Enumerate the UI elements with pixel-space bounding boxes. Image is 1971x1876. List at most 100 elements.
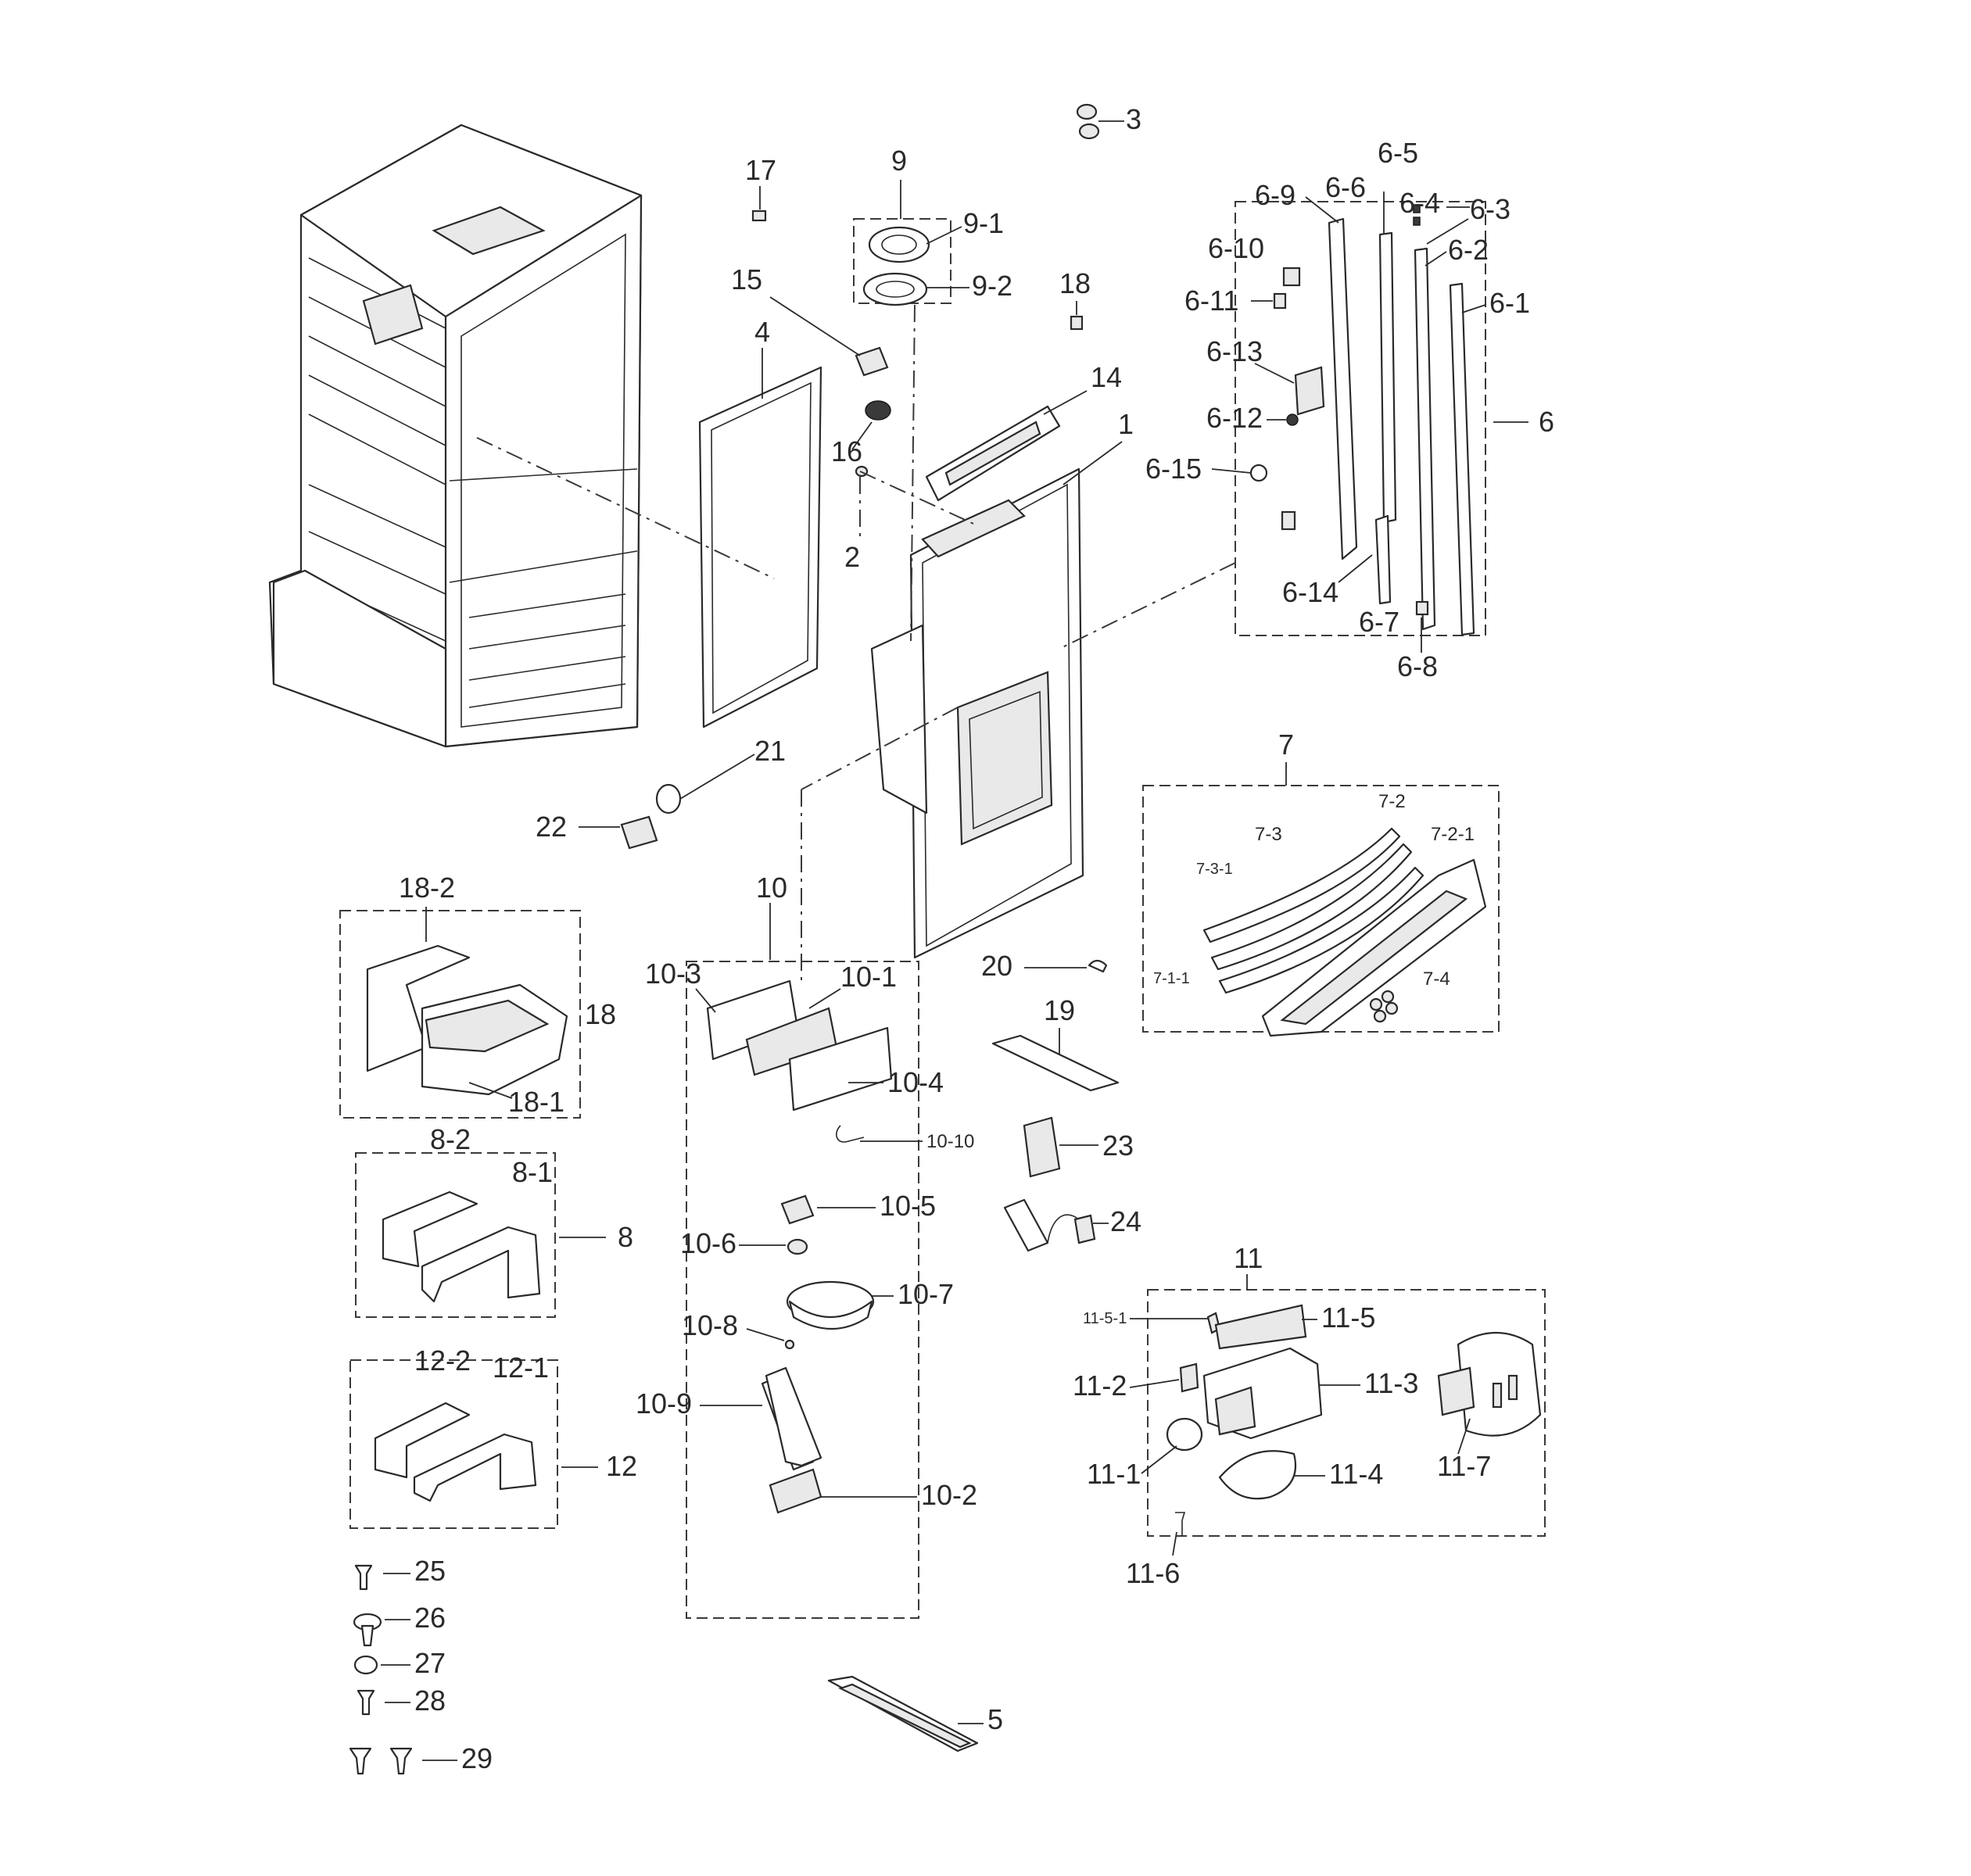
label-3: 3 xyxy=(1126,103,1141,135)
label-11-5: 11-5 xyxy=(1321,1301,1375,1334)
label-22: 22 xyxy=(536,811,567,843)
label-18-top: 18 xyxy=(1059,267,1091,299)
part-9-seals xyxy=(862,226,930,306)
label-6-1: 6-1 xyxy=(1489,287,1530,319)
part-17-clip xyxy=(751,209,767,222)
label-8-1: 8-1 xyxy=(512,1156,553,1188)
label-7: 7 xyxy=(1278,729,1294,761)
hinge-cover-part-14 xyxy=(925,405,1061,502)
part-5-bar xyxy=(827,1675,979,1752)
label-14: 14 xyxy=(1091,361,1122,393)
label-11-7: 11-7 xyxy=(1437,1450,1491,1482)
refrigerator-cabinet xyxy=(268,124,643,748)
label-18-1: 18-1 xyxy=(508,1086,564,1118)
label-11-5-1: 11-5-1 xyxy=(1083,1310,1127,1327)
label-11: 11 xyxy=(1234,1242,1263,1274)
label-20: 20 xyxy=(981,950,1012,982)
label-7-1-1: 7-1-1 xyxy=(1153,970,1190,987)
label-9: 9 xyxy=(891,145,907,177)
label-12-1: 12-1 xyxy=(493,1352,549,1384)
label-6-5: 6-5 xyxy=(1378,137,1418,169)
group-box-18 xyxy=(339,910,581,1119)
label-6-3: 6-3 xyxy=(1470,193,1511,225)
label-16: 16 xyxy=(831,435,862,467)
label-10-5: 10-5 xyxy=(880,1190,936,1222)
ice-maker-part-11 xyxy=(1166,1304,1542,1536)
screw-25 xyxy=(354,1564,373,1591)
label-6-2: 6-2 xyxy=(1448,234,1489,266)
group-box-8 xyxy=(355,1152,556,1318)
label-5: 5 xyxy=(987,1703,1003,1735)
label-2: 2 xyxy=(844,541,860,573)
label-10-1: 10-1 xyxy=(840,961,897,993)
part-16-coil xyxy=(865,400,891,421)
screw-29 xyxy=(349,1747,413,1775)
label-25: 25 xyxy=(414,1555,446,1587)
label-11-1: 11-1 xyxy=(1087,1458,1141,1490)
label-26: 26 xyxy=(414,1602,446,1634)
fridge-door-part-1 xyxy=(870,467,1084,959)
label-1: 1 xyxy=(1118,408,1134,440)
label-17: 17 xyxy=(745,154,776,186)
label-6-11: 6-11 xyxy=(1184,285,1238,317)
label-6-4: 6-4 xyxy=(1399,187,1440,219)
label-7-3-1: 7-3-1 xyxy=(1196,861,1233,878)
label-6-8: 6-8 xyxy=(1397,650,1438,682)
shelf-part-18 xyxy=(366,944,568,1096)
label-10-7: 10-7 xyxy=(898,1278,954,1310)
part-23 xyxy=(1023,1116,1061,1178)
label-7-3: 7-3 xyxy=(1255,824,1282,845)
label-19: 19 xyxy=(1044,994,1075,1026)
label-9-1: 9-1 xyxy=(963,207,1004,239)
label-6-9: 6-9 xyxy=(1255,179,1295,211)
part-21 xyxy=(655,783,682,814)
screw-26 xyxy=(353,1613,382,1647)
label-4: 4 xyxy=(754,316,770,348)
group-box-6 xyxy=(1235,201,1486,636)
label-8: 8 xyxy=(618,1221,633,1253)
label-11-6: 11-6 xyxy=(1126,1557,1180,1589)
label-10-6: 10-6 xyxy=(680,1227,736,1259)
shelf-part-8 xyxy=(382,1190,541,1303)
label-9-2: 9-2 xyxy=(972,270,1012,302)
label-6-13: 6-13 xyxy=(1206,335,1263,367)
label-27: 27 xyxy=(414,1647,446,1679)
label-10-9: 10-9 xyxy=(636,1387,692,1420)
part-22 xyxy=(620,815,658,850)
label-10-3: 10-3 xyxy=(645,958,701,990)
label-23: 23 xyxy=(1102,1130,1134,1162)
label-28: 28 xyxy=(414,1684,446,1717)
part-18-small xyxy=(1070,315,1084,331)
label-6-7: 6-7 xyxy=(1359,606,1399,638)
label-21: 21 xyxy=(754,735,786,767)
label-12-2: 12-2 xyxy=(414,1344,471,1377)
label-11-3: 11-3 xyxy=(1364,1367,1418,1399)
label-7-4: 7-4 xyxy=(1423,968,1450,990)
part-24-sensor xyxy=(1003,1198,1096,1252)
shelf-part-12 xyxy=(374,1402,537,1502)
label-8-2: 8-2 xyxy=(430,1123,471,1155)
part-19-cover xyxy=(991,1034,1120,1092)
door-gasket-part-4 xyxy=(698,366,822,729)
group-box-12 xyxy=(349,1359,558,1529)
label-18-2: 18-2 xyxy=(399,872,455,904)
label-6-15: 6-15 xyxy=(1145,453,1202,485)
screw-28 xyxy=(357,1689,375,1716)
label-24: 24 xyxy=(1110,1205,1141,1237)
part-15 xyxy=(855,346,889,377)
label-7-2-1: 7-2-1 xyxy=(1431,824,1475,845)
part-20 xyxy=(1088,959,1108,973)
door-strips-part-6 xyxy=(1249,204,1475,636)
label-6-14: 6-14 xyxy=(1282,576,1338,608)
label-11-2: 11-2 xyxy=(1073,1369,1127,1402)
label-10-2: 10-2 xyxy=(921,1479,977,1511)
label-15: 15 xyxy=(731,263,762,295)
label-12: 12 xyxy=(606,1450,637,1482)
label-6-6: 6-6 xyxy=(1325,171,1366,203)
label-6-12: 6-12 xyxy=(1206,402,1263,434)
label-29: 29 xyxy=(461,1742,493,1774)
label-11-4: 11-4 xyxy=(1329,1458,1383,1490)
label-18: 18 xyxy=(585,998,616,1030)
